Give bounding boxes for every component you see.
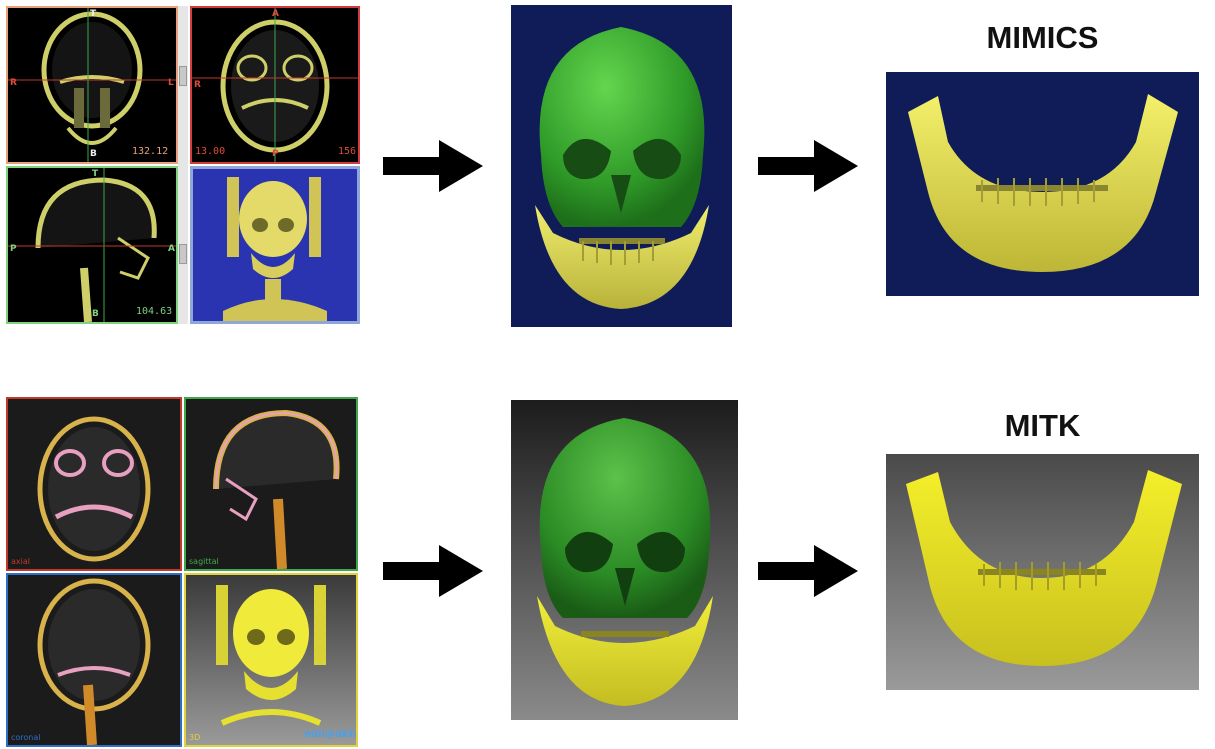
skull-3d-model <box>511 5 732 327</box>
mitk-skull-model <box>511 400 738 720</box>
mimics-mandible-model <box>886 72 1199 296</box>
slice-position-readout: 13.00 <box>195 146 225 157</box>
mbi-dkfz-logo: mbi@dkfz <box>304 729 358 740</box>
slice-number-readout: 156 <box>338 146 356 157</box>
view-label-left: R <box>10 78 17 88</box>
mimics-skull-model <box>511 5 732 327</box>
mimics-sagittal-view[interactable]: T P A B 104.63 <box>6 166 178 324</box>
view-scrollbar[interactable] <box>178 6 188 324</box>
skull-3d-model <box>511 400 738 720</box>
scrollbar-thumb[interactable] <box>179 66 187 86</box>
software-title-mitk: MITK <box>886 408 1199 444</box>
mitk-coronal-view[interactable]: coronal <box>6 573 182 747</box>
view-label-bottom: P <box>272 149 279 159</box>
arrow-right-icon <box>758 545 858 597</box>
view-label-top: A <box>272 9 279 19</box>
view-name-label: coronal <box>11 733 41 742</box>
view-name-label: 3D <box>189 733 200 742</box>
mitk-mandible-model <box>886 454 1199 690</box>
mitk-sagittal-view[interactable]: sagittal <box>184 397 358 571</box>
arrow-right-icon <box>383 545 483 597</box>
software-title-mimics: MIMICS <box>886 20 1199 56</box>
sagittal-slice-image <box>186 399 356 569</box>
mimics-axial-view[interactable]: A R P 13.00 156 <box>190 6 360 164</box>
slice-position-readout: 104.63 <box>136 306 172 317</box>
view-label-left: P <box>10 244 17 254</box>
view-label-left: R <box>194 80 201 90</box>
arrow-right-icon <box>758 140 858 192</box>
coronal-slice-image <box>8 8 176 162</box>
scrollbar-thumb[interactable] <box>179 244 187 264</box>
mandible-3d-model <box>886 454 1199 690</box>
axial-slice-image <box>8 399 180 569</box>
mitk-3d-render-view[interactable]: 3D mbi@dkfz <box>184 573 358 747</box>
mitk-axial-view[interactable]: axial <box>6 397 182 571</box>
view-label-top: T <box>92 169 98 179</box>
view-name-label: axial <box>11 557 30 566</box>
view-label-right: L <box>168 78 174 88</box>
view-name-label: sagittal <box>189 557 219 566</box>
axial-slice-image <box>192 8 358 162</box>
view-label-bottom: B <box>90 149 97 159</box>
skull-render-thumbnail <box>193 169 357 321</box>
view-label-top: T <box>90 9 96 19</box>
arrow-right-icon <box>383 140 483 192</box>
view-label-right: A <box>168 244 175 254</box>
sagittal-slice-image <box>8 168 176 322</box>
mandible-3d-model <box>886 72 1199 296</box>
mimics-3d-render-view[interactable] <box>190 166 360 324</box>
mimics-coronal-view[interactable]: T R L B 132.12 <box>6 6 178 164</box>
slice-position-readout: 132.12 <box>132 146 168 157</box>
coronal-slice-image <box>8 575 180 745</box>
view-label-bottom: B <box>92 309 99 319</box>
skull-render-thumbnail <box>186 575 356 745</box>
